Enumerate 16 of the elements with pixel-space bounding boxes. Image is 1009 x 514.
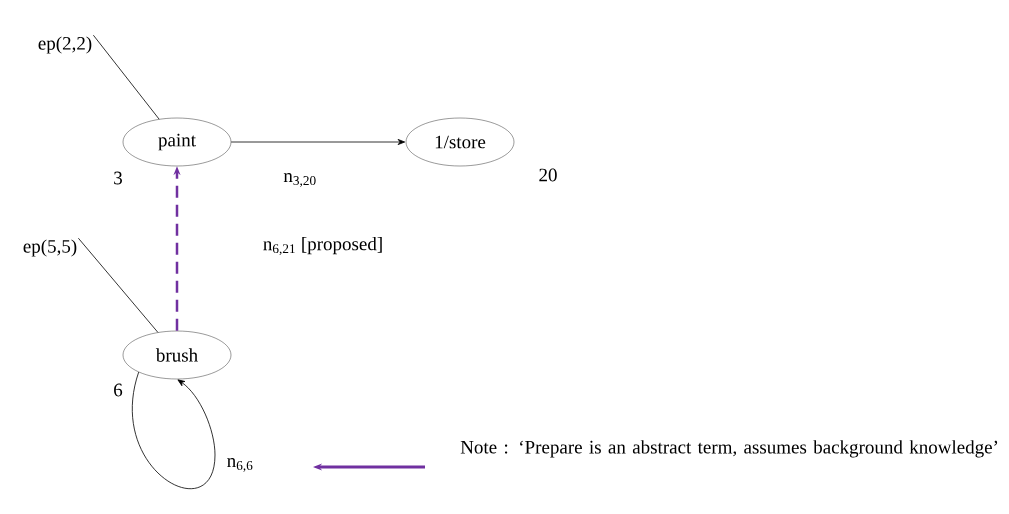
number-label: 3 — [114, 171, 122, 185]
ellipse-node: paint — [122, 117, 232, 167]
edge-label: n$_{6,6}$ — [225, 457, 255, 473]
number-label: 6 — [114, 383, 123, 397]
note-text: Note : ‘Prepare is an abstract term, assumes background knowledge’ — [460, 440, 998, 458]
arrow — [132, 371, 216, 489]
node-label: ep(2,2) — [38, 36, 92, 54]
edge-label: n$_{3,20}$ — [282, 172, 318, 188]
ellipse-node: brush — [122, 330, 232, 380]
line — [92, 34, 160, 120]
ellipse-node: 1/store — [405, 117, 515, 167]
arrow — [230, 139, 406, 145]
node-label: ep(5,5) — [23, 239, 77, 257]
line — [77, 237, 159, 333]
edge-label: n$_{6,21}$ [proposed] — [261, 235, 385, 257]
number-label: 20 — [539, 168, 557, 182]
